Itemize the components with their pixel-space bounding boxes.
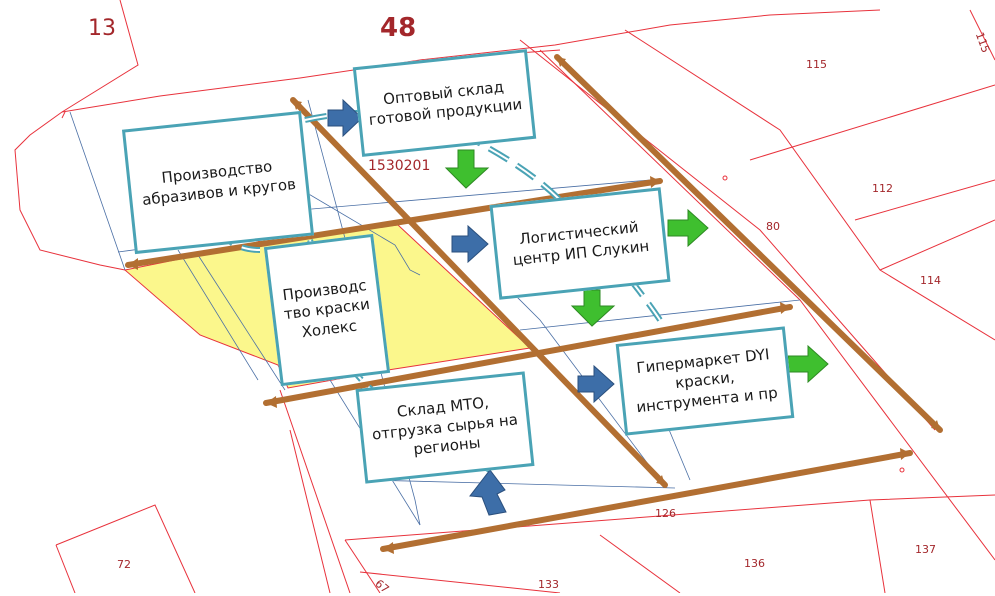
parcel-label-126: 126 [655,507,676,520]
facility-hypermarket-label: Гипермаркет DYI краски, инструмента и пр [635,344,779,417]
road-horizontal-2 [263,304,793,406]
blue-arrow-warehouse [327,98,363,138]
marker-dots [722,175,905,473]
facility-warehouse: Оптовый склад готовой продукции [352,49,537,157]
road-horizontal-3 [380,450,913,552]
parcel-label-133: 133 [538,578,559,591]
facility-logistics-label: Логистический центр ИП Слукин [511,217,651,269]
parcel-label-112: 112 [872,182,893,195]
facility-mto-label: Склад МТО, отгрузка сырья на регионы [371,393,519,459]
facility-paint: Производс тво краски Холекс [263,233,391,387]
green-arrow-down-2 [570,289,616,327]
green-arrow-right-2 [787,344,829,384]
facility-hypermarket: Гипермаркет DYI краски, инструмента и пр [615,326,795,436]
parcel-boundaries [14,0,995,593]
parcel-label-72: 72 [117,558,131,571]
road-diagonal-east [554,54,943,433]
blue-arrow-hypermarket [577,364,615,404]
parcel-label-137: 137 [915,543,936,556]
parcel-label-115: 115 [806,58,827,71]
green-arrow-right-1 [667,208,709,248]
facility-mto: Склад МТО, отгрузка сырья на регионы [355,371,535,484]
road-diagonal-main [290,97,668,488]
green-arrow-down-1 [444,149,490,189]
parcel-label-13: 13 [88,16,116,41]
blue-arrow-logistics [451,224,489,264]
green-arrows [444,149,829,384]
roads [125,54,943,552]
blue-arrows [327,98,615,516]
parcel-label-114: 114 [920,274,941,287]
road-horizontal-1 [125,178,663,268]
facility-warehouse-label: Оптовый склад готовой продукции [367,77,523,129]
road-arrowheads [128,57,940,554]
facility-paint-label: Производс тво краски Холекс [281,275,371,341]
parcel-label-80: 80 [766,220,780,233]
parcel-label-136: 136 [744,557,765,570]
cadastral-number: 1530201 [368,158,431,174]
parcel-label-48: 48 [380,13,417,43]
facility-abrasives: Производство абразивов и кругов [121,110,315,255]
facility-logistics: Логистический центр ИП Слукин [489,187,671,300]
facility-abrasives-label: Производство абразивов и кругов [141,157,297,209]
blue-arrow-mto [469,469,507,516]
